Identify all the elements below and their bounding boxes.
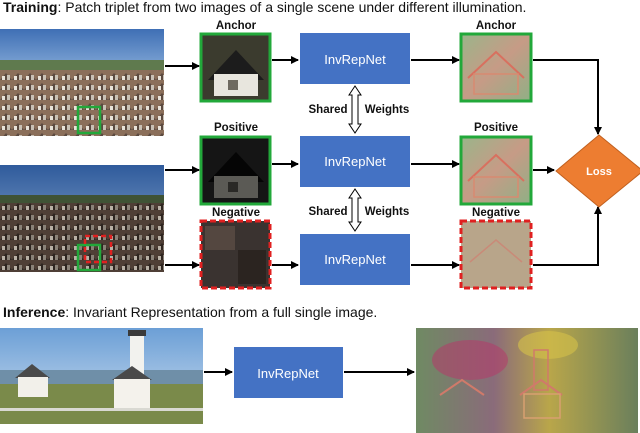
scene-photo-2 [0, 165, 164, 272]
invrepnet-label-2: InvRepNet [324, 154, 386, 169]
label-anchor-input: Anchor [216, 20, 257, 32]
invrepnet-label-4: InvRepNet [257, 366, 319, 381]
arrow-negative-loss [533, 207, 598, 265]
anchor-patch-output [461, 34, 531, 101]
label-weights-1: Weights [365, 104, 410, 116]
inference-feature-map [416, 328, 638, 433]
invrepnet-label-3: InvRepNet [324, 252, 386, 267]
label-negative-output: Negative [472, 207, 520, 219]
label-negative-input: Negative [212, 207, 260, 219]
label-shared-2: Shared [309, 206, 348, 218]
label-weights-2: Weights [365, 206, 410, 218]
negative-patch-input [201, 221, 270, 288]
positive-patch-input [201, 137, 270, 204]
negative-patch-output [461, 221, 531, 288]
anchor-patch-input [201, 34, 270, 101]
label-anchor-output: Anchor [476, 20, 517, 32]
loss-label: Loss [586, 166, 612, 178]
label-shared-1: Shared [309, 104, 348, 116]
label-positive-output: Positive [474, 122, 518, 134]
shared-weights-arrow-1 [349, 86, 361, 133]
label-positive-input: Positive [214, 122, 258, 134]
scene-photo-1 [0, 29, 164, 136]
invrepnet-label-1: InvRepNet [324, 52, 386, 67]
inference-photo [0, 328, 203, 424]
shared-weights-arrow-2 [349, 189, 361, 231]
positive-patch-output [461, 137, 531, 204]
arrow-anchor-loss [533, 60, 598, 134]
